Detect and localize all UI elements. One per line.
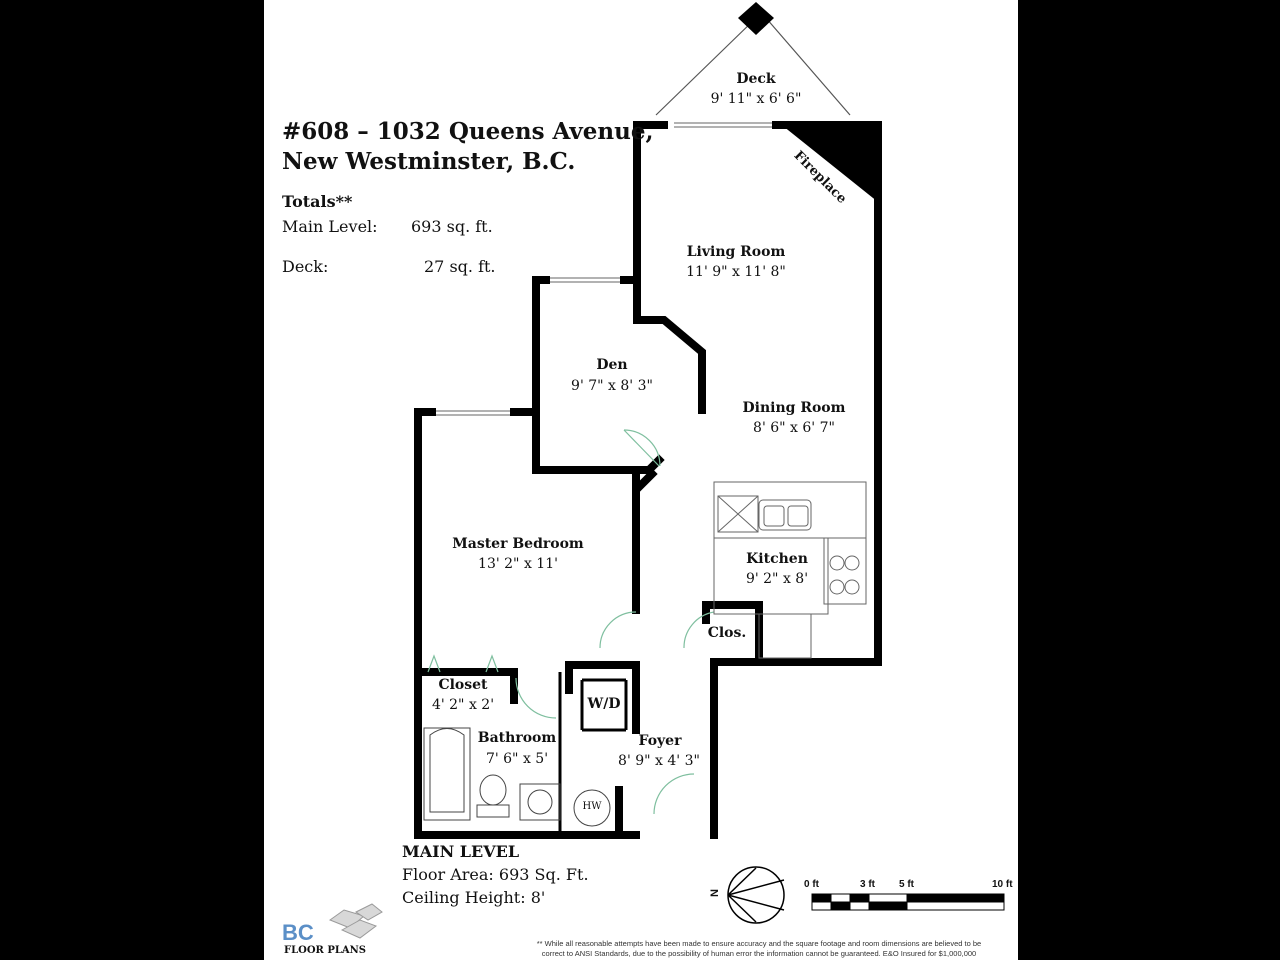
scale-label-3: 3 ft [860, 879, 875, 890]
scale-bar [811, 893, 1005, 911]
totals-main-label: Main Level: [282, 217, 378, 236]
living-room-name: Living Room [686, 244, 786, 260]
dining-room-name: Dining Room [742, 400, 846, 416]
foyer-dims: 8' 9" x 4' 3" [618, 753, 700, 769]
closet-name: Closet [438, 677, 488, 693]
scale-label-10: 10 ft [992, 879, 1013, 890]
north-marker-diamond [738, 2, 774, 35]
logo-brand: BC [282, 920, 314, 945]
compass-north-label: N [708, 889, 721, 897]
scale-label-5: 5 ft [899, 879, 914, 890]
totals-heading: Totals** [282, 192, 353, 211]
scale-label-0: 0 ft [804, 879, 819, 890]
totals-deck-label: Deck: [282, 257, 329, 276]
deck-dims: 9' 11" x 6' 6" [710, 91, 802, 107]
address-line-1: #608 – 1032 Queens Avenue, [282, 118, 654, 145]
bathroom-name: Bathroom [477, 730, 557, 746]
den-name: Den [596, 357, 628, 373]
totals-main-value: 693 sq. ft. [411, 217, 493, 236]
totals-deck-value: 27 sq. ft. [424, 257, 496, 276]
floor-area: Floor Area: 693 Sq. Ft. [402, 865, 589, 884]
disclaimer-line-1: ** While all reasonable attempts have be… [536, 939, 982, 948]
dining-room-dims: 8' 6" x 6' 7" [753, 420, 835, 436]
door-swings [427, 429, 715, 815]
living-room-dims: 11' 9" x 11' 8" [686, 264, 786, 280]
foyer-name: Foyer [638, 733, 682, 749]
washer-dryer-label: W/D [587, 696, 621, 712]
walls [414, 121, 882, 839]
deck-name: Deck [736, 71, 776, 87]
disclaimer-line-2: correct to ANSI Standards, due to the po… [541, 949, 977, 958]
floor-plan-sheet: #608 – 1032 Queens Avenue, New Westminst… [264, 0, 1018, 960]
clos-label: Clos. [707, 625, 747, 641]
windows [436, 122, 776, 416]
deck-outline [655, 17, 851, 116]
bathroom-fixtures [423, 727, 611, 827]
master-bedroom-name: Master Bedroom [452, 536, 584, 552]
den-dims: 9' 7" x 8' 3" [571, 378, 653, 394]
logo-subtitle: FLOOR PLANS [284, 945, 367, 956]
bathroom-dims: 7' 6" x 5' [485, 751, 549, 767]
kitchen-dims: 9' 2" x 8' [745, 571, 809, 587]
ceiling-height: Ceiling Height: 8' [402, 888, 546, 907]
closet-dims: 4' 2" x 2' [431, 697, 495, 713]
address-line-2: New Westminster, B.C. [282, 148, 576, 175]
kitchen-counters [713, 481, 867, 659]
level-heading: MAIN LEVEL [402, 842, 520, 861]
kitchen-name: Kitchen [746, 551, 808, 567]
floor-plan-drawing [328, 2, 1005, 939]
logo-graphic [328, 903, 383, 939]
fireplace-block [778, 122, 878, 202]
hot-water-label: HW [582, 801, 602, 812]
compass-rose [727, 866, 785, 924]
master-bedroom-dims: 13' 2" x 11' [478, 556, 558, 572]
